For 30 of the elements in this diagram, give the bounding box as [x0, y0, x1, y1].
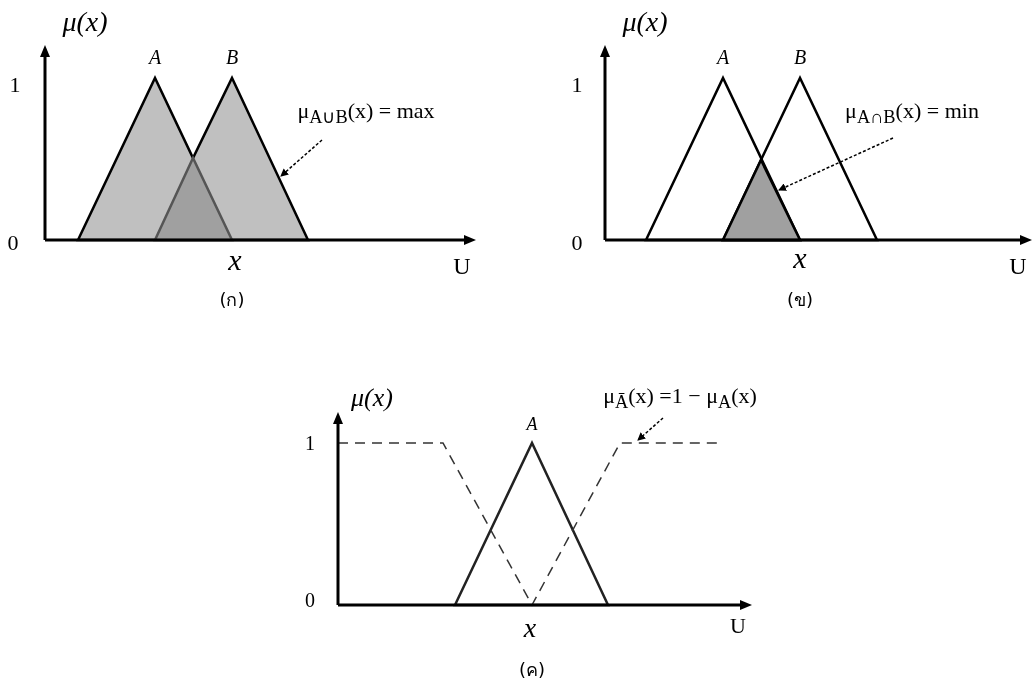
axis-label: μ(x): [622, 8, 668, 36]
axis-label: x: [228, 245, 242, 275]
leader-line: [280, 139, 323, 177]
set-label: B: [793, 47, 807, 67]
axis-label: μ(x): [351, 385, 393, 411]
tick-label: 0: [7, 232, 19, 254]
leader-line: [778, 137, 894, 191]
set-label: A: [716, 47, 730, 67]
axis-label: U: [453, 254, 471, 278]
axis-label: x: [793, 243, 807, 273]
set-label: A: [526, 415, 538, 433]
formula-text: μ$_{A∪B}$(x) = max: [297, 99, 435, 127]
axis-label: μ(x): [62, 8, 108, 36]
tick-label: 1: [305, 433, 315, 453]
axis-label: U: [730, 615, 746, 637]
formula-text: μ$_{A∩B}$(x) = min: [845, 99, 979, 127]
axis-label: U: [1009, 254, 1027, 278]
set-label: B: [225, 47, 239, 67]
set-label: A: [148, 47, 162, 67]
axis-label: x: [523, 614, 537, 642]
formula-text: μ$_{Ā}$(x) =1 − μ$_{A}$(x): [603, 384, 757, 412]
tick-label: 1: [9, 74, 21, 96]
panel-caption: (ก): [219, 291, 245, 309]
panel-caption: (ค): [519, 661, 545, 679]
tick-label: 0: [305, 590, 315, 610]
tick-label: 1: [571, 74, 583, 96]
leader-line: [637, 417, 664, 441]
panel-caption: (ข): [787, 291, 813, 309]
intersection-region: [721, 157, 802, 242]
tick-label: 0: [571, 232, 583, 254]
